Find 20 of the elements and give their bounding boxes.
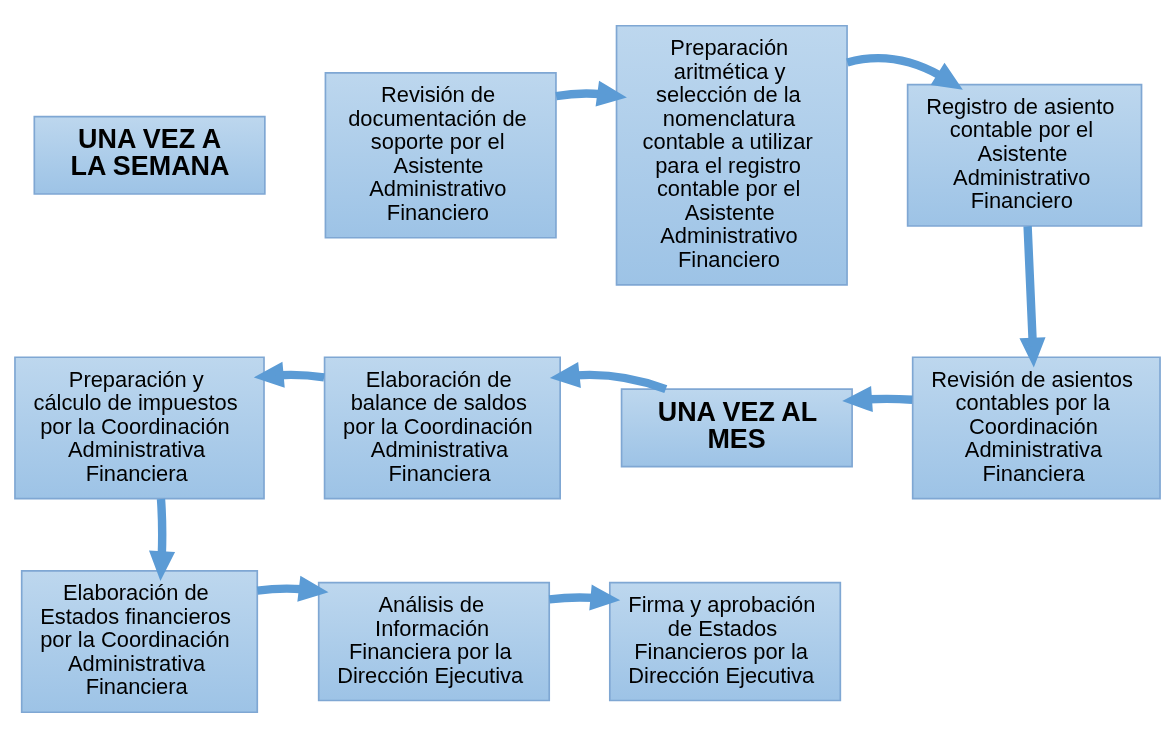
- node-box: Firma y aprobación de Estados Financieros por la Dirección Ejecutiva: [608, 581, 842, 702]
- arrow: [548, 584, 621, 611]
- node-box: UNA VEZ AL MES: [620, 388, 853, 468]
- node-box: Revisión de asientos contables por la Coordinación Administrativa Financiera: [911, 356, 1161, 500]
- node-box: Preparación y cálculo de impuestos por la Coordinación Administrativa Financiera: [14, 356, 265, 500]
- node-box: Revisión de documentación de soporte por el Asistente Administrativo Financiero: [324, 72, 557, 239]
- arrow: [149, 498, 176, 581]
- arrow: [555, 80, 627, 107]
- node-box: UNA VEZ A LA SEMANA: [33, 115, 266, 195]
- node-box: Análisis de Información Financiera por la Dirección Ejecutiva: [317, 581, 551, 702]
- node-box: Elaboración de Estados financieros por la Coordinación Administrativa Financiera: [20, 570, 259, 714]
- arrow: [256, 575, 329, 602]
- arrow: [253, 361, 325, 388]
- arrow: [1019, 226, 1046, 368]
- node-box: Preparación aritmética y selección de la nomenclatura contable a utilizar para el registro contable por el Asistente Administrativo Financiero: [615, 24, 848, 286]
- node-box: Registro de asiento contable por el Asistente Administrativo Financiero: [906, 83, 1143, 227]
- arrow: [846, 53, 963, 90]
- node-box: Elaboración de balance de saldos por la Coordinación Administrativa Financiera: [323, 356, 561, 500]
- arrow: [842, 386, 913, 413]
- arrow: [549, 361, 668, 394]
